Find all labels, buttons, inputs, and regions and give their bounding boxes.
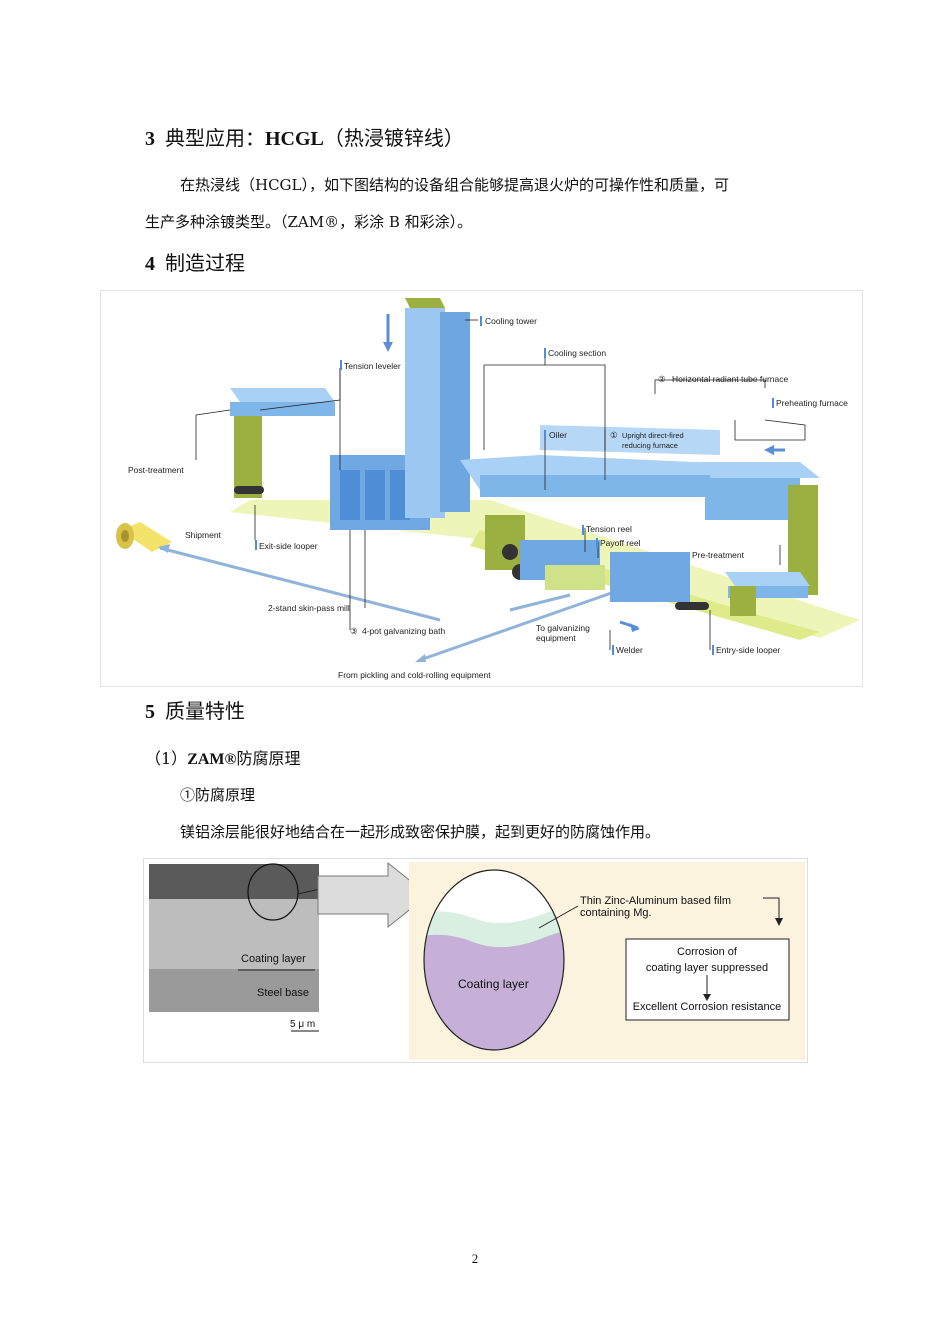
label-payoff-reel: Payoff reel	[600, 538, 641, 548]
box-line1: Corrosion of	[677, 946, 738, 958]
section5-sub1: （1）ZAM®防腐原理	[145, 745, 300, 769]
label-galvanizing-num: ③	[350, 626, 358, 636]
cooling-section	[460, 425, 760, 497]
label-horizontal-num: ②	[658, 374, 666, 384]
thin-film-label-1: Thin Zinc-Aluminum based film	[580, 895, 731, 907]
section3-title-prefix: 典型应用：	[165, 126, 265, 150]
label-from-pickling: From pickling and cold-rolling equipment	[338, 670, 491, 680]
exit-side-looper	[230, 388, 335, 498]
label-to-galvanizing-2: equipment	[536, 633, 576, 643]
label-skin-pass-mill: 2-stand skin-pass mill	[268, 603, 350, 613]
section4-heading: 4 制造过程	[145, 247, 245, 276]
section3-para-line2: 生产多种涂镀类型。（ZAM®，彩涂 B 和彩涂）。	[145, 213, 473, 231]
label-cooling-section: Cooling section	[548, 348, 606, 358]
box-line3: Excellent Corrosion resistance	[633, 1001, 782, 1013]
section5-number: 5	[145, 701, 155, 723]
label-pre-treatment: Pre-treatment	[692, 550, 745, 560]
micro-steel-label: Steel base	[257, 987, 309, 999]
label-tension-reel: Tension reel	[586, 524, 632, 534]
label-welder: Welder	[616, 645, 643, 655]
micrograph	[149, 863, 319, 1012]
label-horizontal-furnace: Horizontal radiant tube furnace	[672, 374, 789, 384]
cooling-tower	[405, 298, 470, 518]
coating-layer-label: Coating layer	[458, 977, 529, 991]
label-exit-side-looper: Exit-side looper	[259, 541, 318, 551]
corrosion-principle-figure: Coating layer Steel base 5 μ m Thin Zinc…	[143, 858, 808, 1063]
label-entry-side-looper: Entry-side looper	[716, 645, 780, 655]
micro-scale-label: 5 μ m	[290, 1019, 315, 1030]
section3-title-suffix: （热浸镀锌线）	[323, 126, 464, 150]
coating-cross-section	[424, 870, 564, 1050]
process-line-diagram: Cooling tower Cooling section ② Horizont…	[100, 290, 863, 687]
page-number: 2	[471, 1251, 479, 1266]
shipment-coil	[116, 522, 172, 552]
label-post-treatment: Post-treatment	[128, 465, 184, 475]
preheating-furnace	[700, 462, 820, 520]
section5-sub1-prefix: （1）	[145, 749, 188, 768]
label-galvanizing-bath: 4-pot galvanizing bath	[362, 626, 445, 636]
section5-sub1-para: 镁铝涂层能很好地结合在一起形成致密保护膜，起到更好的防腐蚀作用。	[180, 823, 661, 841]
leader-lines	[195, 319, 806, 650]
label-tension-leveler: Tension leveler	[344, 361, 401, 371]
label-upright-furnace-1: Upright direct-fired	[622, 431, 684, 440]
entry-side-looper	[675, 485, 818, 616]
section5-sub1-text: 防腐原理	[236, 749, 301, 768]
micro-coating-label: Coating layer	[241, 953, 306, 965]
thin-film-label-2: containing Mg.	[580, 907, 652, 919]
section3-para-line1: 在热浸线（HCGL），如下图结构的设备组合能够提高退火炉的可操作性和质量，可	[180, 176, 730, 194]
box-line2: coating layer suppressed	[646, 962, 768, 974]
section3-title-bold: HCGL	[265, 128, 324, 150]
label-upright-num: ①	[610, 430, 618, 440]
label-cooling-tower: Cooling tower	[485, 316, 537, 326]
transition-arrow	[317, 861, 429, 929]
section5-title: 质量特性	[165, 699, 245, 723]
section3-heading: 3 典型应用：HCGL（热浸镀锌线）	[145, 122, 464, 151]
label-oiler: Oiler	[549, 430, 567, 440]
section3-number: 3	[145, 128, 155, 150]
section5-heading: 5 质量特性	[145, 695, 245, 724]
reels	[485, 515, 690, 602]
label-to-galvanizing-1: To galvanizing	[536, 623, 590, 633]
label-shipment: Shipment	[185, 530, 222, 540]
label-preheating-furnace: Preheating furnace	[776, 398, 848, 408]
section5-sub1-bold: ZAM®	[187, 751, 237, 768]
section4-number: 4	[145, 253, 155, 275]
label-upright-furnace-2: reducing furnace	[622, 441, 678, 450]
section5-sub1-item: ①防腐原理	[180, 786, 256, 804]
section4-title: 制造过程	[165, 251, 245, 275]
